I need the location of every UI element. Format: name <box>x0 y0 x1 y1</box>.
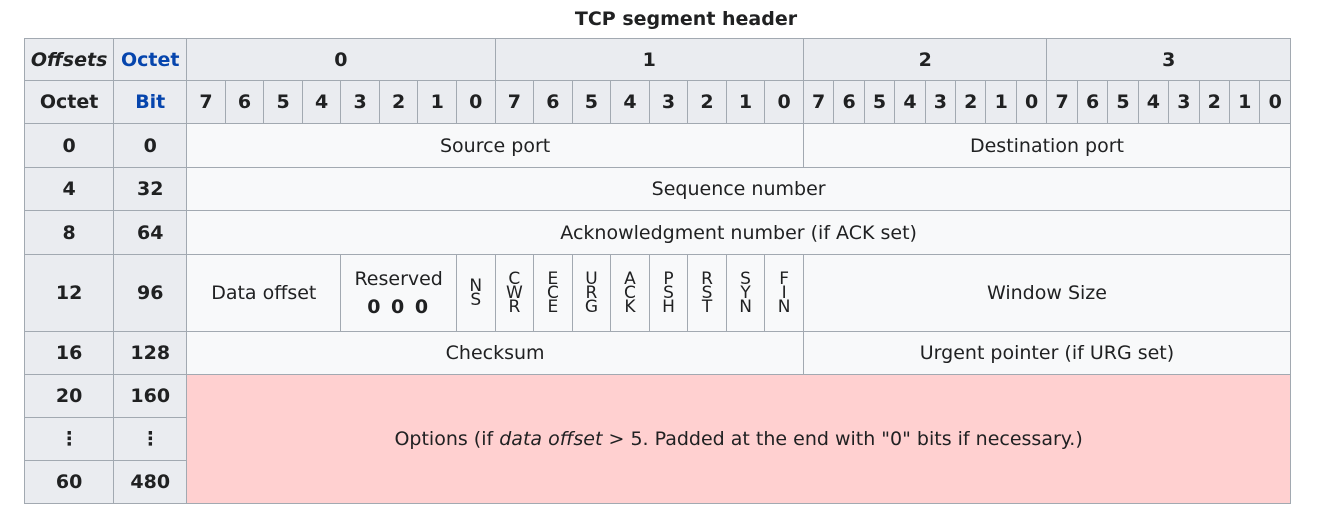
octet-1-header: 1 <box>494 38 804 81</box>
sequence-number-field: Sequence number <box>186 167 1291 211</box>
bit-number-header: 7 <box>802 80 835 124</box>
bit-number-header: 6 <box>833 80 865 124</box>
window-size-field: Window Size <box>802 254 1292 332</box>
octet-3-header: 3 <box>1046 38 1291 81</box>
bit-number-header: 5 <box>263 80 303 124</box>
bit-number-header: 2 <box>687 80 727 124</box>
row-octet: 12 <box>23 254 115 332</box>
row-bit: 128 <box>113 331 188 375</box>
offsets-header: Offsets <box>23 38 115 81</box>
row-octet: 0 <box>23 123 115 168</box>
row-octet: 4 <box>23 167 115 211</box>
bit-number-header: 7 <box>494 80 535 124</box>
bit-number-header: 5 <box>1107 80 1139 124</box>
octet-2-header: 2 <box>802 38 1048 81</box>
bit-number-header: 1 <box>1228 80 1261 124</box>
row-offset-20: 20 160 Options (if data offset > 5. Padd… <box>23 374 1291 504</box>
bit-number-header: 1 <box>725 80 766 124</box>
row-octet: 60 <box>23 460 115 504</box>
header-row-octets: Offsets Octet 0 1 2 3 <box>23 38 1291 81</box>
bit-number-header: 3 <box>1168 80 1200 124</box>
row-bit: ⋮ <box>113 417 188 461</box>
bit-number-header: 5 <box>863 80 896 124</box>
bit-number-header: 2 <box>955 80 987 124</box>
row-bit: 32 <box>113 167 188 211</box>
bit-number-header: 1 <box>417 80 457 124</box>
bit-number-header: 0 <box>455 80 496 124</box>
bit-number-header: 7 <box>186 80 226 124</box>
bit-number-header: 4 <box>894 80 926 124</box>
row-offset-4: 4 32 Sequence number <box>23 167 1291 211</box>
octet-header-link[interactable]: Octet <box>113 38 188 81</box>
row-bit: 480 <box>113 460 188 504</box>
bit-number-header: 4 <box>301 80 342 124</box>
urgent-pointer-field: Urgent pointer (if URG set) <box>802 331 1292 375</box>
source-port-field: Source port <box>186 123 804 168</box>
bit-number-header: 5 <box>571 80 612 124</box>
row-octet: 16 <box>23 331 115 375</box>
bit-number-header: 4 <box>1137 80 1170 124</box>
row-bit: 64 <box>113 210 188 255</box>
bit-number-header: 6 <box>533 80 573 124</box>
bit-number-header: 0 <box>1015 80 1048 124</box>
bit-number-header: 3 <box>924 80 957 124</box>
bit-number-header: 6 <box>1076 80 1109 124</box>
bit-number-header: 3 <box>648 80 689 124</box>
bit-number-header: 3 <box>340 80 380 124</box>
options-field: Options (if data offset > 5. Padded at t… <box>186 374 1291 504</box>
bit-number-header: 4 <box>610 80 650 124</box>
row-bit: 0 <box>113 123 188 168</box>
checksum-field: Checksum <box>186 331 804 375</box>
bit-number-header: 2 <box>378 80 419 124</box>
row-offset-ellipsis: ⋮ ⋮ <box>23 417 1291 461</box>
reserved-label: Reserved <box>354 268 443 290</box>
bit-number-header: 0 <box>1259 80 1291 124</box>
row-offset-60: 60 480 <box>23 460 1291 504</box>
row-offset-8: 8 64 Acknowledgment number (if ACK set) <box>23 210 1291 255</box>
table-caption: TCP segment header <box>574 8 798 30</box>
data-offset-field: Data offset <box>186 254 342 332</box>
row-octet: 20 <box>23 374 115 418</box>
bit-number-header: 2 <box>1198 80 1230 124</box>
ack-number-field: Acknowledgment number (if ACK set) <box>186 210 1291 255</box>
reserved-bits: 0 0 0 <box>367 296 431 318</box>
bit-number-header: 1 <box>985 80 1017 124</box>
bit-number-header: 0 <box>764 80 804 124</box>
row-bit: 96 <box>113 254 188 332</box>
row-offset-16: 16 128 Checksum Urgent pointer (if URG s… <box>23 331 1292 375</box>
row-octet: ⋮ <box>23 417 115 461</box>
bit-header-link[interactable]: Bit <box>113 80 188 124</box>
row-offset-0: 0 0 Source port Destination port <box>23 123 1292 168</box>
row-octet: 8 <box>23 210 115 255</box>
reserved-field: Reserved 0 0 0 <box>340 254 457 332</box>
row-bit: 160 <box>113 374 188 418</box>
bit-number-header: 6 <box>224 80 265 124</box>
bit-number-header: 7 <box>1046 80 1078 124</box>
octet-column-header: Octet <box>23 80 115 124</box>
octet-0-header: 0 <box>186 38 496 81</box>
destination-port-field: Destination port <box>802 123 1292 168</box>
